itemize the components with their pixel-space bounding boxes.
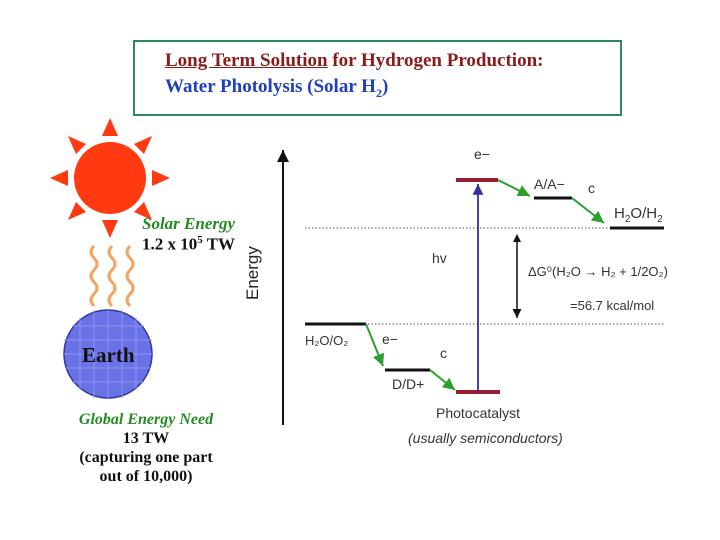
photocatalyst-label: Photocatalyst — [436, 405, 521, 421]
solar-energy-value: 1.2 x 105 TW — [142, 234, 235, 255]
sun-icon — [50, 118, 170, 238]
h2-level-label: H2O/H2 — [614, 205, 663, 225]
title-rest: for Hydrogen Production: — [327, 50, 544, 71]
donor-note: c — [440, 345, 447, 361]
acceptor-note: c — [588, 180, 595, 196]
h2-label-sub: 2 — [624, 214, 631, 225]
title-line-1: Long Term Solution for Hydrogen Producti… — [165, 50, 543, 72]
global-energy-need: Global Energy Need 13 TW (capturing one … — [66, 410, 226, 486]
solar-energy-label: Solar Energy — [142, 214, 236, 233]
electron-top-label: e− — [474, 146, 490, 162]
global-need-value: 13 TW — [122, 430, 170, 447]
global-need-note-2: out of 10,000) — [99, 468, 193, 485]
electron-bottom-label: e− — [382, 331, 398, 347]
cb-to-acceptor-arrow — [497, 179, 531, 197]
title-line-2-sub: 2 — [375, 85, 382, 100]
radiation-waves-icon — [89, 244, 135, 308]
acceptor-label: A/A− — [534, 176, 565, 192]
earth-label: Earth — [82, 343, 135, 367]
h2-label-mid: O/H — [630, 205, 658, 222]
donor-to-vb-arrow — [429, 369, 456, 391]
global-need-title: Global Energy Need — [78, 411, 214, 428]
o2-level-label: H₂O/O₂ — [305, 333, 349, 348]
o2-to-donor-arrow — [365, 323, 385, 367]
title-box — [133, 40, 622, 116]
solar-value-prefix: 1.2 x 10 — [142, 234, 198, 254]
title-line-2-main: Water Photolysis (Solar H — [165, 76, 376, 97]
global-need-note-1: (capturing one part — [79, 449, 213, 466]
energy-axis-label: Energy — [243, 246, 262, 300]
solar-value-suffix: TW — [202, 234, 236, 254]
solar-value-exp: 5 — [197, 234, 203, 246]
h2-label-sub2: 2 — [657, 214, 663, 225]
hv-label: hv — [432, 250, 447, 266]
photocatalyst-note: (usually semiconductors) — [408, 430, 563, 446]
title-line-2-end: ) — [381, 76, 389, 97]
h2-label-h: H — [614, 205, 625, 222]
title-underlined-part: Long Term Solution — [165, 50, 328, 71]
donor-label: D/D+ — [392, 376, 425, 392]
delta-g-label: ΔG⁰(H₂O → H₂ + 1/2O₂) — [528, 264, 668, 279]
title-line-2: Water Photolysis (Solar H2) — [165, 76, 388, 101]
delta-g-value: =56.7 kcal/mol — [570, 298, 655, 313]
earth-icon — [63, 309, 153, 399]
acceptor-to-h2-arrow — [571, 197, 605, 224]
